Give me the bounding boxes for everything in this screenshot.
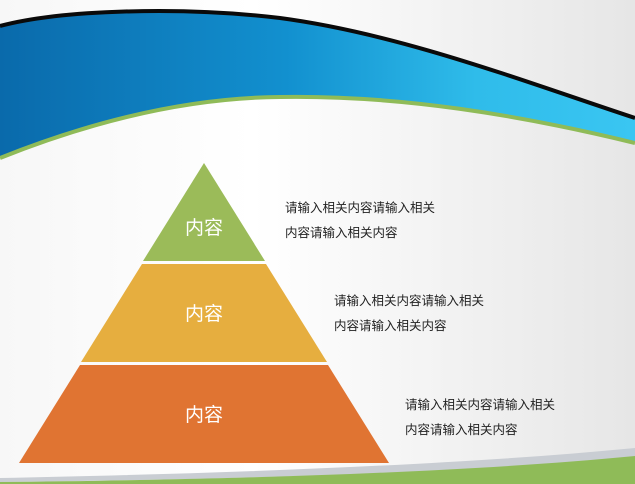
- green-wave-line: [0, 94, 635, 160]
- black-wave-line: [0, 9, 635, 120]
- pyramid-tier-middle[interactable]: [81, 264, 327, 362]
- bottom-gray-curve: [0, 448, 635, 482]
- tier-bottom-description: 请输入相关内容请输入相关 内容请输入相关内容: [405, 392, 555, 442]
- pyramid-tier-bottom[interactable]: [19, 365, 389, 463]
- description-line: 请输入相关内容请输入相关: [285, 200, 436, 215]
- blue-wave-band: [0, 11, 635, 158]
- description-line: 请输入相关内容请输入相关: [405, 397, 556, 412]
- tier-middle-description: 请输入相关内容请输入相关 内容请输入相关内容: [334, 288, 484, 338]
- description-line: 请输入相关内容请输入相关: [334, 293, 485, 308]
- tier-top-description: 请输入相关内容请输入相关 内容请输入相关内容: [285, 195, 435, 245]
- description-line: 内容请输入相关内容: [285, 225, 398, 240]
- tier-bottom-label: 内容: [185, 404, 223, 426]
- description-line: 内容请输入相关内容: [334, 318, 447, 333]
- tier-middle-label: 内容: [185, 303, 223, 325]
- bottom-green-band: [0, 456, 635, 484]
- description-line: 内容请输入相关内容: [405, 422, 518, 437]
- tier-top-label: 内容: [185, 217, 223, 239]
- pyramid-tier-top[interactable]: [143, 163, 265, 261]
